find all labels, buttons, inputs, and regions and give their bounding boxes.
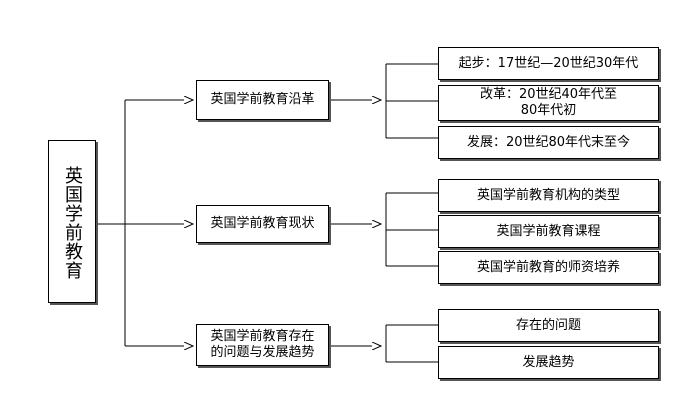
leaf-development-node: 发展：20世纪80年代末至今 [438, 126, 659, 159]
branch-status-label: 英国学前教育现状 [210, 216, 315, 231]
leaf-curriculum-label: 英国学前教育课程 [496, 223, 601, 239]
leaf-reform-label-line1: 改革：20世纪40年代至 [479, 87, 618, 102]
root-label: 英国学前教育 [62, 165, 83, 280]
leaf-reform-label-line2: 80年代初 [520, 103, 577, 118]
branch-history-node: 英国学前教育沿革 [196, 80, 329, 120]
root-node: 英国学前教育 [48, 140, 96, 303]
leaf-reform-node: 改革：20世纪40年代至 80年代初 [438, 85, 659, 121]
leaf-problems-label: 存在的问题 [515, 317, 581, 333]
branch-issues-label-line1: 英国学前教育存在 [210, 329, 315, 344]
branch-issues-node: 英国学前教育存在 的问题与发展趋势 [196, 324, 329, 366]
branch-history-label: 英国学前教育沿革 [210, 92, 315, 107]
leaf-start-label: 起步：17世纪—20世纪30年代 [458, 55, 639, 71]
leaf-teacher-training-node: 英国学前教育的师资培养 [438, 251, 659, 284]
leaf-trends-node: 发展趋势 [438, 346, 659, 379]
branch-status-node: 英国学前教育现状 [196, 205, 329, 243]
branch-issues-label-line2: 的问题与发展趋势 [210, 345, 315, 360]
leaf-institution-types-node: 英国学前教育机构的类型 [438, 179, 659, 212]
leaf-start-node: 起步：17世纪—20世纪30年代 [438, 47, 659, 80]
leaf-problems-node: 存在的问题 [438, 309, 659, 342]
leaf-teacher-training-label: 英国学前教育的师资培养 [476, 259, 620, 275]
leaf-trends-label: 发展趋势 [522, 354, 575, 370]
leaf-institution-types-label: 英国学前教育机构的类型 [476, 187, 620, 203]
leaf-curriculum-node: 英国学前教育课程 [438, 215, 659, 248]
leaf-development-label: 发展：20世纪80年代末至今 [466, 134, 631, 150]
